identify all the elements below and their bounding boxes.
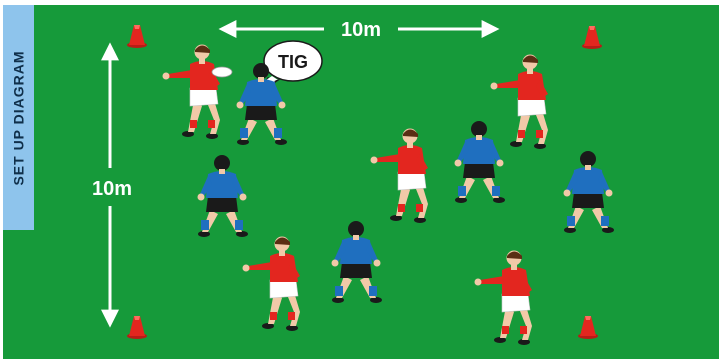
attacker-ball-carrier — [162, 44, 233, 140]
side-label-tab: SET UP DIAGRAM — [3, 5, 34, 230]
height-label: 10m — [92, 178, 132, 200]
width-label: 10m — [341, 19, 381, 41]
rugby-ball-icon — [211, 66, 233, 78]
width-dimension: 10m — [218, 19, 500, 41]
height-dimension: 10m — [92, 42, 132, 328]
speech-bubble-text: TIG — [278, 52, 308, 72]
side-label-text: SET UP DIAGRAM — [10, 49, 27, 186]
